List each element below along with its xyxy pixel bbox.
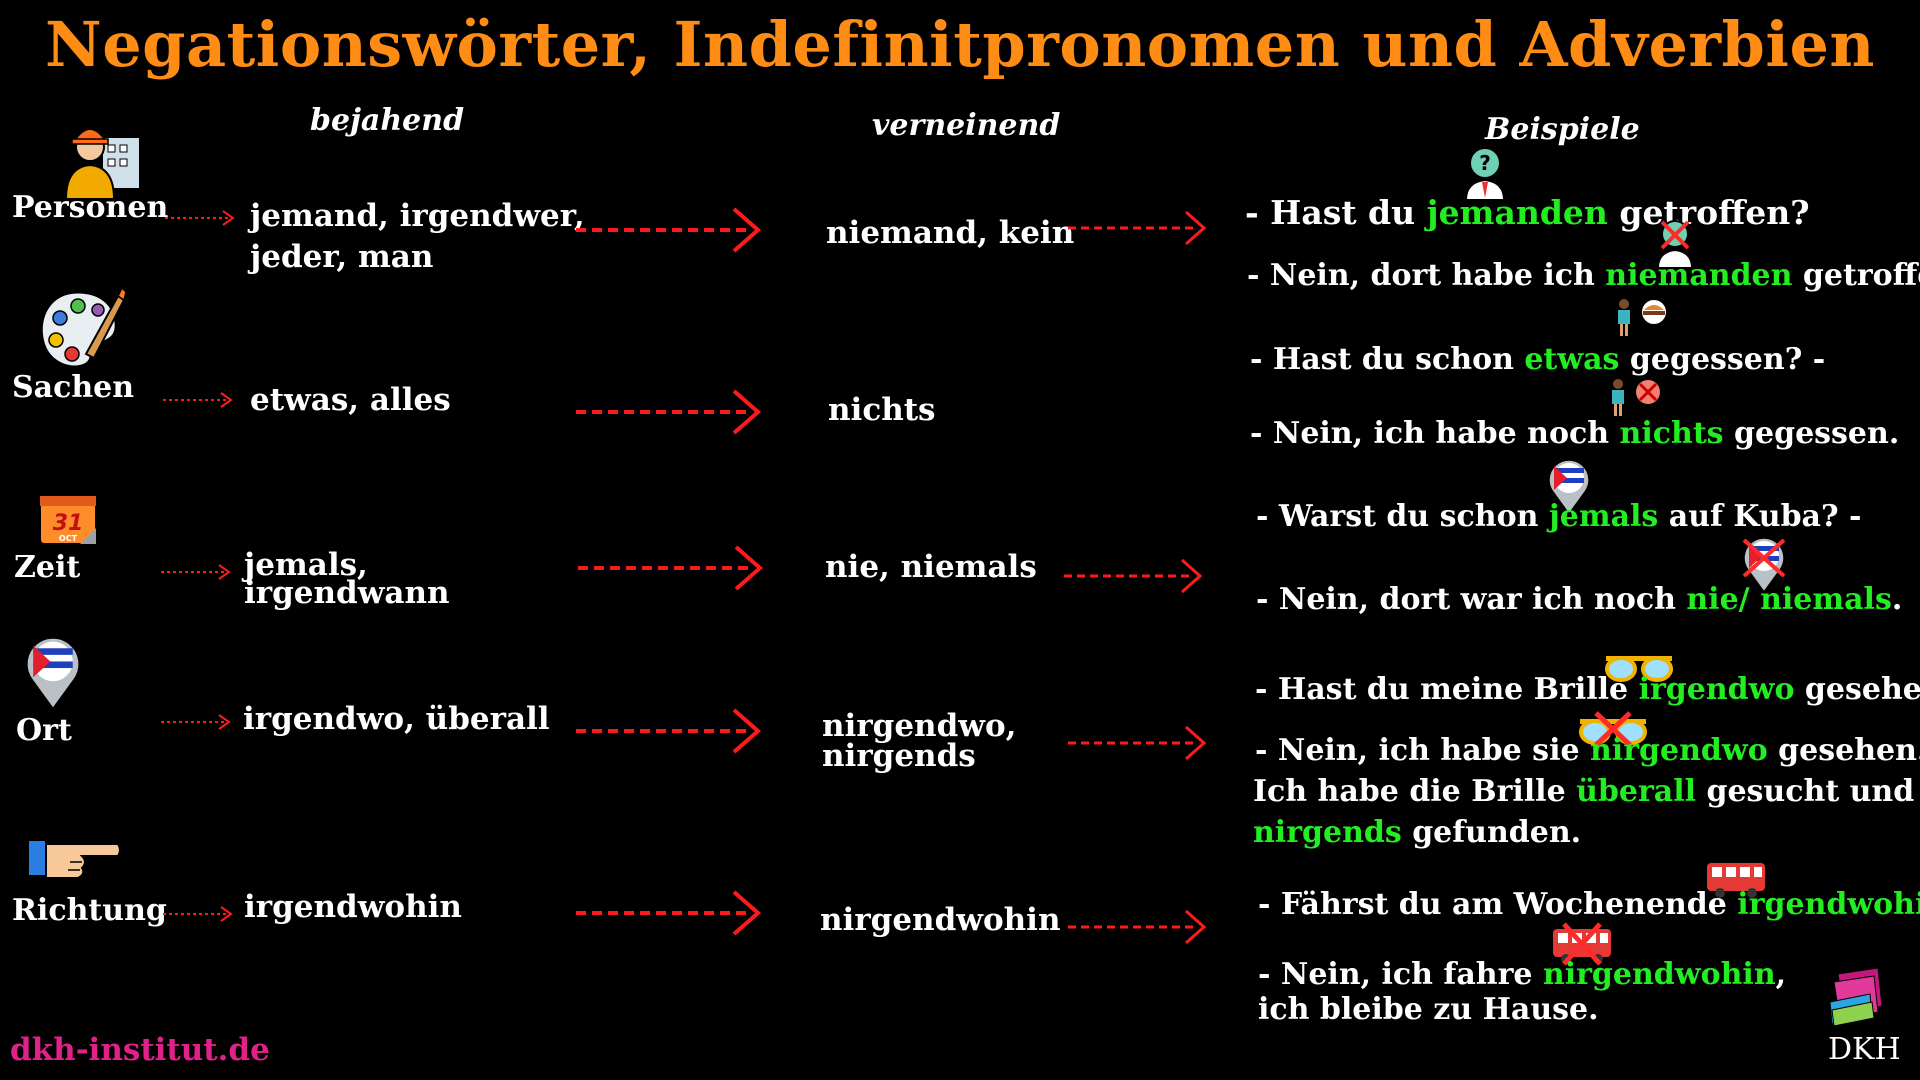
affirmative-personen-line1: jemand, irgendwer, (250, 198, 585, 234)
header-examples: Beispiele (1485, 112, 1640, 147)
pointing-hand-icon (27, 839, 121, 879)
negative-richtung: nirgendwohin (820, 902, 1061, 938)
category-ort: Ort (16, 713, 72, 748)
example-sachen-question: - Hast du schon etwas gegessen? - (1250, 342, 1826, 377)
affirmative-ort: irgendwo, überall (243, 701, 550, 737)
cuba-map-pin-icon (1548, 459, 1590, 516)
big-arrow-icon (576, 708, 762, 754)
affirmative-zeit-line2: irgendwann (244, 575, 450, 611)
paint-palette-icon (39, 286, 127, 369)
big-arrow-icon (576, 207, 762, 253)
example-richtung-question: - Fährst du am Wochenende irgendwohin? (1258, 887, 1920, 922)
question-person-icon: ? (1464, 147, 1506, 201)
medium-arrow-icon (1068, 210, 1207, 246)
svg-text:?: ? (1479, 151, 1491, 175)
crossed-bus-icon (1551, 922, 1613, 966)
example-ort-question: - Hast du meine Brille irgendwo gesehen? (1255, 672, 1920, 707)
dkh-logo-text: DKH (1828, 1032, 1901, 1067)
website-link[interactable]: dkh-institut.de (10, 1032, 270, 1068)
example-ort-answer: - Nein, ich habe sie nirgendwo gesehen. (1255, 733, 1920, 768)
bus-icon (1705, 861, 1767, 898)
example-sachen-answer: - Nein, ich habe noch nichts gegessen. (1250, 416, 1900, 451)
calendar-icon: 31 OCT (39, 495, 97, 545)
big-arrow-icon (576, 389, 762, 435)
negative-ort-line2: nirgends (822, 738, 976, 774)
example-richtung-answer-line2: ich bleibe zu Hause. (1258, 992, 1599, 1027)
medium-arrow-icon (1064, 558, 1203, 594)
example-ort-answer-line2: Ich habe die Brille überall gesucht und (1253, 774, 1915, 809)
small-arrow-icon (161, 714, 231, 730)
small-arrow-icon (163, 392, 233, 408)
negative-personen: niemand, kein (826, 215, 1075, 251)
construction-worker-icon (64, 128, 141, 200)
affirmative-sachen: etwas, alles (250, 382, 451, 418)
calendar-month: OCT (59, 534, 78, 543)
big-arrow-icon (576, 890, 762, 936)
sunglasses-icon (1605, 656, 1673, 682)
medium-arrow-icon (1068, 909, 1207, 945)
example-zeit-answer: - Nein, dort war ich noch nie/ niemals. (1256, 582, 1903, 617)
affirmative-personen-line2: jeder, man (250, 239, 434, 275)
small-arrow-icon (161, 564, 231, 580)
cuba-map-pin-icon (25, 636, 81, 711)
calendar-day: 31 (53, 511, 84, 536)
header-affirmative: bejahend (310, 103, 465, 138)
example-personen-answer: - Nein, dort habe ich niemanden getroffe… (1247, 258, 1920, 293)
small-arrow-icon (163, 906, 233, 922)
category-zeit: Zeit (14, 550, 81, 585)
dkh-logo-icon (1829, 967, 1883, 1027)
crossed-cuba-pin-icon (1742, 537, 1786, 594)
category-sachen: Sachen (12, 370, 135, 405)
example-richtung-answer: - Nein, ich fahre nirgendwohin, (1258, 957, 1787, 992)
medium-arrow-icon (1068, 725, 1207, 761)
eating-person-icon (1618, 299, 1666, 336)
header-negative: verneinend (872, 108, 1061, 143)
affirmative-zeit-line1: jemals, (244, 547, 368, 583)
page-title: Negationswörter, Indefinitpronomen und A… (45, 8, 1875, 81)
example-personen-question: - Hast du jemanden getroffen? (1245, 193, 1810, 232)
category-personen: Personen (12, 190, 169, 225)
not-eating-person-icon (1612, 379, 1660, 416)
negative-sachen: nichts (828, 392, 936, 428)
category-richtung: Richtung (12, 893, 167, 928)
affirmative-richtung: irgendwohin (244, 889, 462, 925)
big-arrow-icon (578, 545, 764, 591)
negative-ort-line1: nirgendwo, (822, 708, 1017, 744)
small-arrow-icon (165, 210, 235, 226)
example-ort-answer-line3: nirgends gefunden. (1253, 815, 1582, 850)
crossed-sunglasses-icon (1579, 711, 1647, 747)
crossed-person-icon (1656, 220, 1694, 269)
negative-zeit: nie, niemals (825, 549, 1037, 585)
example-zeit-question: - Warst du schon jemals auf Kuba? - (1256, 499, 1862, 534)
